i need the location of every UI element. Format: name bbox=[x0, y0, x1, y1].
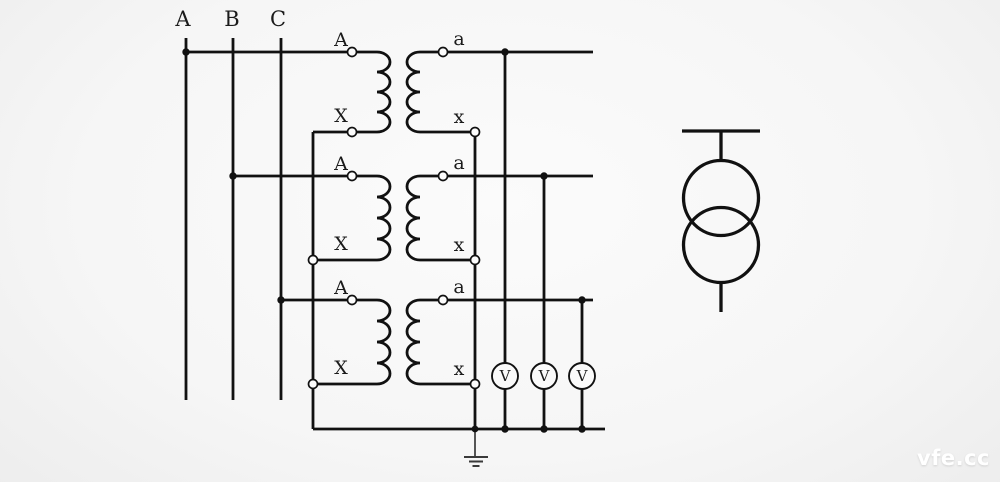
terminal-a3-icon bbox=[437, 294, 449, 306]
terminal-circles bbox=[307, 46, 481, 390]
junction-dot bbox=[578, 296, 586, 304]
transformer-3-primary-winding bbox=[376, 298, 392, 386]
junction-dot bbox=[277, 296, 285, 304]
two-winding-transformer-icon bbox=[681, 129, 761, 312]
transformer-3-primary-top-label: A bbox=[333, 277, 348, 299]
transformer-1-secondary-bottom-label: x bbox=[454, 106, 465, 128]
transformer-2-primary-winding bbox=[376, 174, 392, 262]
junction-dot bbox=[229, 172, 237, 180]
earth-ground-icon bbox=[464, 429, 488, 467]
voltmeters: V V V bbox=[491, 362, 596, 390]
bus-b-label: B bbox=[224, 7, 239, 31]
transformer-1-primary-top-label: A bbox=[333, 29, 348, 51]
transformer-1-primary-winding bbox=[376, 50, 392, 134]
terminal-X1-icon bbox=[346, 126, 358, 138]
junction-dot bbox=[578, 425, 586, 433]
terminal-A3-icon bbox=[346, 294, 358, 306]
transformer-2-primary-bottom-label: X bbox=[334, 233, 348, 255]
bus-c-label: C bbox=[270, 7, 286, 31]
terminal-A2-icon bbox=[346, 170, 358, 182]
terminal-a1-icon bbox=[437, 46, 449, 58]
transformer-1: A X a x bbox=[186, 28, 593, 134]
junction-dot bbox=[540, 425, 548, 433]
voltmeter-1-label: V bbox=[499, 367, 512, 385]
junction-dot bbox=[501, 425, 509, 433]
voltmeter-2-label: V bbox=[538, 367, 551, 385]
bus-a-label: A bbox=[174, 7, 191, 31]
voltmeter-branches bbox=[503, 52, 584, 429]
transformer-1-secondary-winding bbox=[405, 50, 421, 134]
transformer-symbol-secondary-circle bbox=[681, 205, 761, 285]
terminal-x2-icon bbox=[469, 254, 481, 266]
transformer-2: A X a x bbox=[233, 152, 593, 262]
watermark: vfe.cc bbox=[917, 446, 990, 470]
junction-dots bbox=[182, 48, 586, 433]
bus-lines bbox=[184, 38, 283, 400]
transformer-symbol-primary-circle bbox=[681, 158, 761, 238]
terminal-A1-icon bbox=[346, 46, 358, 58]
bus-labels: A B C bbox=[174, 7, 286, 31]
terminal-X3-icon bbox=[307, 378, 319, 390]
transformer-2-primary-top-label: A bbox=[333, 153, 348, 175]
transformer-2-secondary-top-label: a bbox=[453, 152, 464, 174]
transformer-3-primary-bottom-label: X bbox=[334, 357, 348, 379]
terminal-x3-icon bbox=[469, 378, 481, 390]
voltmeter-3-label: V bbox=[576, 367, 589, 385]
terminal-x1-icon bbox=[469, 126, 481, 138]
transformer-3-secondary-bottom-label: x bbox=[454, 358, 465, 380]
transformer-3-secondary-top-label: a bbox=[453, 276, 464, 298]
voltmeter-1-icon bbox=[491, 362, 519, 390]
transformer-2-secondary-bottom-label: x bbox=[454, 234, 465, 256]
transformer-1-primary-bottom-label: X bbox=[334, 105, 348, 127]
transformer-1-secondary-top-label: a bbox=[453, 28, 464, 50]
voltmeter-2-icon bbox=[530, 362, 558, 390]
junction-dot bbox=[501, 48, 509, 56]
terminal-X2-icon bbox=[307, 254, 319, 266]
junction-dot bbox=[182, 48, 190, 56]
transformer-3-secondary-winding bbox=[405, 298, 421, 386]
transformer-3: A X a x bbox=[281, 276, 593, 386]
terminal-a2-icon bbox=[437, 170, 449, 182]
voltmeter-3-icon bbox=[568, 362, 596, 390]
transformer-2-secondary-winding bbox=[405, 174, 421, 262]
junction-dot bbox=[540, 172, 548, 180]
